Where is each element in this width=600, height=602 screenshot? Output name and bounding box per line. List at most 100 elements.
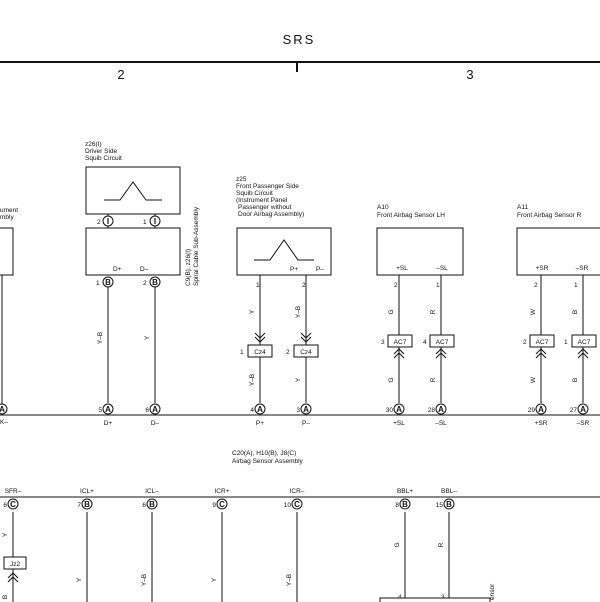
connector-letter: B [149,500,155,509]
bottom-pin-number: 10 [284,502,292,509]
connector-chevron [577,352,589,359]
passenger-pin-pm: P– [316,266,324,273]
sensor-lh-name: Front Airbag Sensor LH [377,212,445,219]
instrument-label-1: ument [0,207,18,214]
connector-chevron [435,352,447,359]
connector-chevron [300,336,312,343]
wire-color-label: R [438,542,445,547]
cz4-connector-right [293,344,319,358]
sensor-lh-pin-p: +SL [396,265,408,272]
connector-pin-circle [81,498,93,510]
connector-pin-circle [443,498,455,510]
top-pin-number: 30 [386,407,394,414]
ac7-pin-3: 3 [381,339,385,346]
connector-chevron [254,336,266,343]
bottom-pin-name: SFR– [5,488,22,495]
section-3-label: 3 [466,67,473,82]
passenger-squib: z25 Front Passenger Side Squib Circuit (… [236,176,332,403]
connector-pin-circle [149,403,161,415]
sensor-lh-pin-2: 1 [436,282,440,289]
bottom-pin-number: 6 [142,502,146,509]
sensor-rh-box [516,227,600,276]
driver-squib-line2: Squib Circuit [85,155,122,162]
connector-pin-circle [291,498,303,510]
top-pin-label: –SR [577,420,590,427]
connector-pin-circle [399,498,411,510]
wire-color-label: Y [144,335,151,340]
connector-pin-circle [393,403,405,415]
ac7-connector [387,334,413,348]
passenger-squib-line3: (Instrument Panel [236,197,288,204]
sensor-rh-pin-p: +SR [536,265,549,272]
connector-pin-circle [577,403,589,415]
connector-pin-circle [300,403,312,415]
cz4-connector-left [247,344,273,358]
wire-color-label: Y–B [97,332,104,344]
passenger-squib-line5: Door Airbag Assembly) [238,211,304,218]
top-pin-number: 29 [528,407,536,414]
wire-color-label: W [530,308,537,315]
ac7-pin-4: 4 [423,339,427,346]
ac7-pin-2: 2 [523,339,527,346]
ac7-connector [571,334,597,348]
bottom-pin-name: BBL– [441,488,457,495]
connector-letter: A [257,405,263,414]
sensor-rh-pin-m: –SR [576,265,589,272]
bottom-pin-number: 9 [212,502,216,509]
top-pin-label: D+ [104,420,113,427]
bottom-pin-number: 6 [3,502,7,509]
spiral-pin-dp: D+ [113,266,122,273]
top-pin-label: D– [151,420,160,427]
connector-letter: A [303,405,309,414]
assembly-label-2: Airbag Sensor Assembly [232,458,304,465]
connector-chevron [7,572,19,579]
ac7-label: AC7 [578,339,591,346]
driver-squib-line1: Driver Side [85,148,118,155]
ac7-label: AC7 [394,339,407,346]
sensor-lh-box [376,227,464,276]
assembly-label-1: C20(A), H10(B), J8(C) [232,450,296,457]
wire-color-label: G [388,309,395,314]
connector-pin-circle [102,215,114,227]
top-pin-label: +SR [535,420,548,427]
diagram-title: SRS [283,32,316,47]
connector-letter: I [107,217,109,226]
connector-chevron [300,332,312,339]
instrument-box [0,227,14,276]
connector-letter: B [152,278,158,287]
squib-symbol [104,181,162,201]
passenger-squib-line1: Front Passenger Side [236,183,299,190]
connector-pin-circle [0,403,8,415]
connector-chevron [577,348,589,355]
ac7-pin-1: 1 [564,339,568,346]
bottom-pin-number: 8 [395,502,399,509]
ac7-label: AC7 [436,339,449,346]
bottom-side-label: ensor [489,583,496,600]
wire-color-label: Y [2,532,9,537]
passenger-squib-line4: Passenger without [238,204,292,211]
top-pin-number: 6 [145,407,149,414]
sensor-lh: A10 Front Airbag Sensor LH +SL –SL 2 1 G… [376,204,464,403]
spiral-label-1: C9(B), z26(I) [185,249,192,286]
connector-pin-circle [146,498,158,510]
connector-chevron [535,352,547,359]
connector-letter: C [294,500,300,509]
connector-pin-circle [216,498,228,510]
wire-color-label: Y [211,577,218,582]
wire-color-label: Y–B [141,574,148,586]
spiral-pin-1: 1 [96,280,100,287]
sensor-lh-pin-1: 2 [394,282,398,289]
passenger-squib-box [236,227,332,276]
cz4-label: Cz4 [300,349,312,356]
cz4-pin-2: 2 [286,349,290,356]
connector-chevron [393,348,405,355]
top-pin-label: P– [302,420,310,427]
sensor-rh-pin-2: 1 [574,282,578,289]
sensor-rh-id: A11 [517,204,528,211]
passenger-pin-pp: P+ [290,266,298,273]
wire-color-label: R [430,309,437,314]
connector-letter: B [402,500,408,509]
connector-letter: A [105,405,111,414]
bottom-pin-number: 15 [436,502,444,509]
